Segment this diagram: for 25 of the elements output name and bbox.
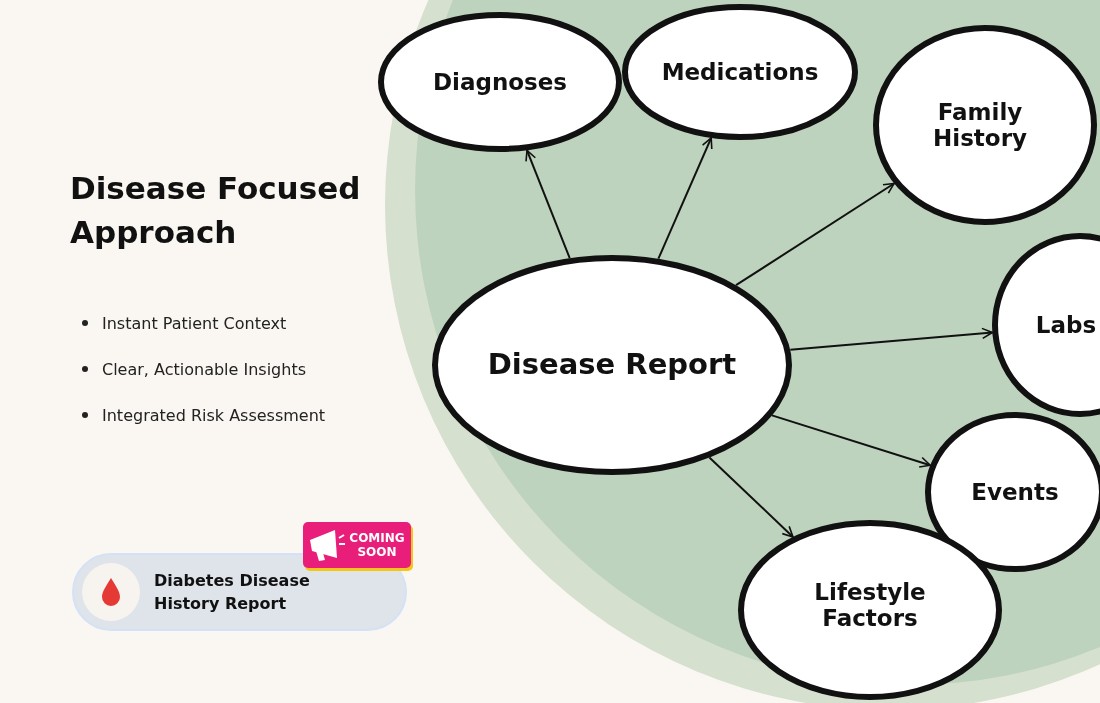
- topic-label: Family History: [932, 98, 1028, 152]
- topic-label: Lifestyle Factors: [813, 578, 927, 632]
- coming-soon-sticker: [303, 522, 411, 568]
- sticker-text: COMING SOON: [348, 531, 406, 559]
- bullet-text: Integrated Risk Assessment: [102, 405, 326, 425]
- report-title: Diabetes Disease History Report: [154, 570, 311, 615]
- topic-ellipse: [873, 25, 1097, 225]
- topic-label: Events: [971, 478, 1059, 506]
- topic-label: Diagnoses: [432, 68, 568, 96]
- arrow: [735, 182, 896, 287]
- topic-label: Disease Report: [487, 348, 737, 382]
- title: Disease Focused Approach: [70, 169, 362, 252]
- bullet-text: Clear, Actionable Insights: [102, 359, 306, 379]
- topic-label: Medications: [661, 58, 819, 86]
- topic-ellipse: [378, 12, 622, 152]
- arrow: [657, 136, 713, 260]
- topic-ellipse: [622, 4, 858, 140]
- arrow: [708, 456, 794, 538]
- bullet-text: Instant Patient Context: [102, 313, 287, 333]
- topic-ellipse: [738, 520, 1002, 700]
- arrow: [771, 414, 932, 468]
- arrow: [789, 327, 994, 351]
- topic-ellipse: [432, 255, 792, 475]
- arrow: [525, 149, 571, 260]
- topic-label: Labs: [1035, 311, 1097, 339]
